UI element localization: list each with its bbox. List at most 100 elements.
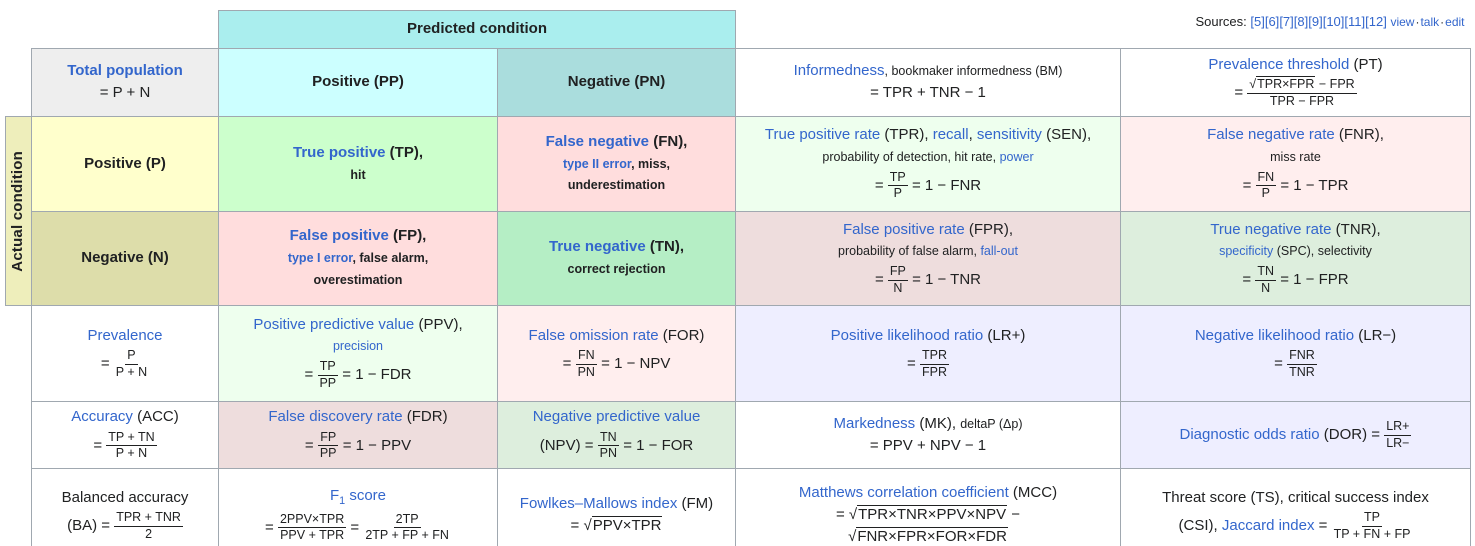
- wiki-link[interactable]: Diagnostic odds ratio: [1179, 425, 1320, 443]
- source-ref-link[interactable]: [11]: [1344, 13, 1366, 29]
- source-ref-link[interactable]: [12]: [1365, 13, 1387, 29]
- wiki-link[interactable]: F: [329, 487, 340, 505]
- wiki-link[interactable]: True negative: [548, 238, 646, 256]
- cell-line: False negative (FN),: [504, 133, 729, 152]
- cell-line: hit: [225, 166, 491, 185]
- wiki-link[interactable]: True negative rate: [1210, 220, 1332, 238]
- wiki-link[interactable]: Accuracy: [71, 408, 133, 425]
- source-ref-link[interactable]: [8]: [1293, 13, 1309, 29]
- wiki-link[interactable]: False omission rate: [528, 326, 659, 344]
- header-actual-positive: Positive (P): [31, 116, 219, 212]
- cell-line: True positive rate (TPR), recall, sensit…: [742, 126, 1114, 145]
- wiki-link[interactable]: Informedness: [793, 62, 885, 80]
- source-ref-link[interactable]: [6]: [1264, 13, 1280, 29]
- wiki-link[interactable]: Prevalence threshold: [1208, 55, 1350, 73]
- text: Positive (PP): [312, 73, 404, 91]
- wiki-link[interactable]: Total population: [67, 62, 183, 80]
- empty-cell: [6, 49, 32, 117]
- empty-cell: [6, 306, 32, 402]
- source-ref-link[interactable]: [7]: [1279, 13, 1294, 29]
- text: Predicted condition: [406, 20, 547, 38]
- wiki-link[interactable]: Negative predictive value: [532, 408, 701, 425]
- text: LR+: [1386, 418, 1410, 433]
- cell-line: Prevalence threshold (PT): [1127, 56, 1464, 75]
- wiki-link[interactable]: False positive: [289, 227, 389, 245]
- wiki-link[interactable]: True positive: [292, 143, 386, 161]
- view-link[interactable]: view: [1390, 14, 1415, 29]
- cell-line: False positive rate (FPR),: [742, 221, 1114, 240]
- text: =: [907, 355, 920, 373]
- text: (PT): [1349, 55, 1383, 73]
- wiki-link[interactable]: fall-out: [980, 244, 1018, 259]
- wiki-link[interactable]: specificity: [1219, 244, 1274, 259]
- wiki-link[interactable]: sensitivity: [976, 126, 1042, 144]
- wiki-link[interactable]: Jaccard index: [1221, 517, 1315, 535]
- wiki-link[interactable]: Markedness: [833, 414, 916, 432]
- cell-line: True negative (TN),: [504, 238, 729, 257]
- text: −: [1007, 506, 1021, 524]
- cell-line: Markedness (MK), deltaP (Δp): [742, 415, 1114, 434]
- text: P + N: [115, 364, 148, 379]
- wiki-link[interactable]: False negative rate: [1207, 126, 1335, 144]
- wiki-link[interactable]: Matthews correlation coefficient: [798, 484, 1009, 502]
- wiki-link[interactable]: type II error: [562, 156, 632, 171]
- wiki-link[interactable]: False discovery rate: [268, 408, 403, 425]
- wiki-link[interactable]: True positive rate: [764, 126, 881, 144]
- wiki-link[interactable]: recall: [932, 126, 969, 144]
- text: 2TP: [395, 511, 419, 526]
- wiki-link[interactable]: Positive likelihood ratio: [830, 326, 984, 344]
- cell-line: probability of detection, hit rate, powe…: [742, 148, 1114, 167]
- source-refs: [5][6][7][8][9][10][11][12]: [1250, 14, 1386, 29]
- empty-top-left: [6, 11, 219, 49]
- source-ref-link[interactable]: [9]: [1308, 13, 1323, 29]
- wiki-link[interactable]: Negative likelihood ratio: [1194, 326, 1355, 344]
- wiki-link[interactable]: type I error: [287, 251, 353, 266]
- wiki-link[interactable]: Fowlkes–Mallows index: [519, 495, 678, 513]
- text: = P + N: [99, 84, 151, 101]
- cell-line: type I error, false alarm,: [225, 249, 491, 268]
- cell-positive-predictive-value: Positive predictive value (PPV),precisio…: [218, 305, 498, 402]
- text: (TN),: [645, 238, 685, 256]
- sqrt-expression: √TPR×FPR: [1249, 76, 1316, 92]
- text: underestimation: [567, 178, 666, 193]
- source-ref-link[interactable]: [10]: [1322, 13, 1345, 29]
- wiki-link[interactable]: False negative: [545, 132, 650, 150]
- talk-link[interactable]: talk: [1420, 14, 1440, 29]
- text: =: [835, 506, 849, 524]
- text: = 1 − FNR: [907, 176, 982, 194]
- wiki-link[interactable]: Prevalence: [87, 326, 163, 344]
- cell-true-positive: True positive (TP),hit: [218, 116, 498, 212]
- wiki-link[interactable]: power: [999, 149, 1034, 164]
- edit-link[interactable]: edit: [1445, 14, 1465, 29]
- text: , bookmaker informedness (BM): [884, 64, 1063, 79]
- text: TP: [319, 359, 336, 374]
- wiki-link[interactable]: precision: [332, 339, 384, 354]
- cell-line: Balanced accuracy: [38, 489, 212, 508]
- sqrt-expression: √TPR×TNR×PPV×NPV: [848, 505, 1008, 524]
- cell-line: Prevalence: [38, 327, 212, 346]
- cell-total-population: Total population = P + N: [31, 48, 219, 117]
- text: (TPR),: [880, 126, 933, 144]
- cell-true-negative: True negative (TN),correct rejection: [497, 211, 736, 306]
- text: TP + FN + FP: [1333, 526, 1411, 541]
- wiki-link[interactable]: False positive rate: [842, 220, 965, 238]
- wiki-link[interactable]: Positive predictive value: [253, 315, 415, 333]
- text: = 1 − FOR: [619, 436, 694, 454]
- text: = TPR + TNR − 1: [870, 84, 986, 101]
- source-ref-link[interactable]: [5]: [1250, 13, 1265, 29]
- subscript[interactable]: 1: [339, 495, 346, 508]
- wiki-link[interactable]: score: [345, 487, 387, 505]
